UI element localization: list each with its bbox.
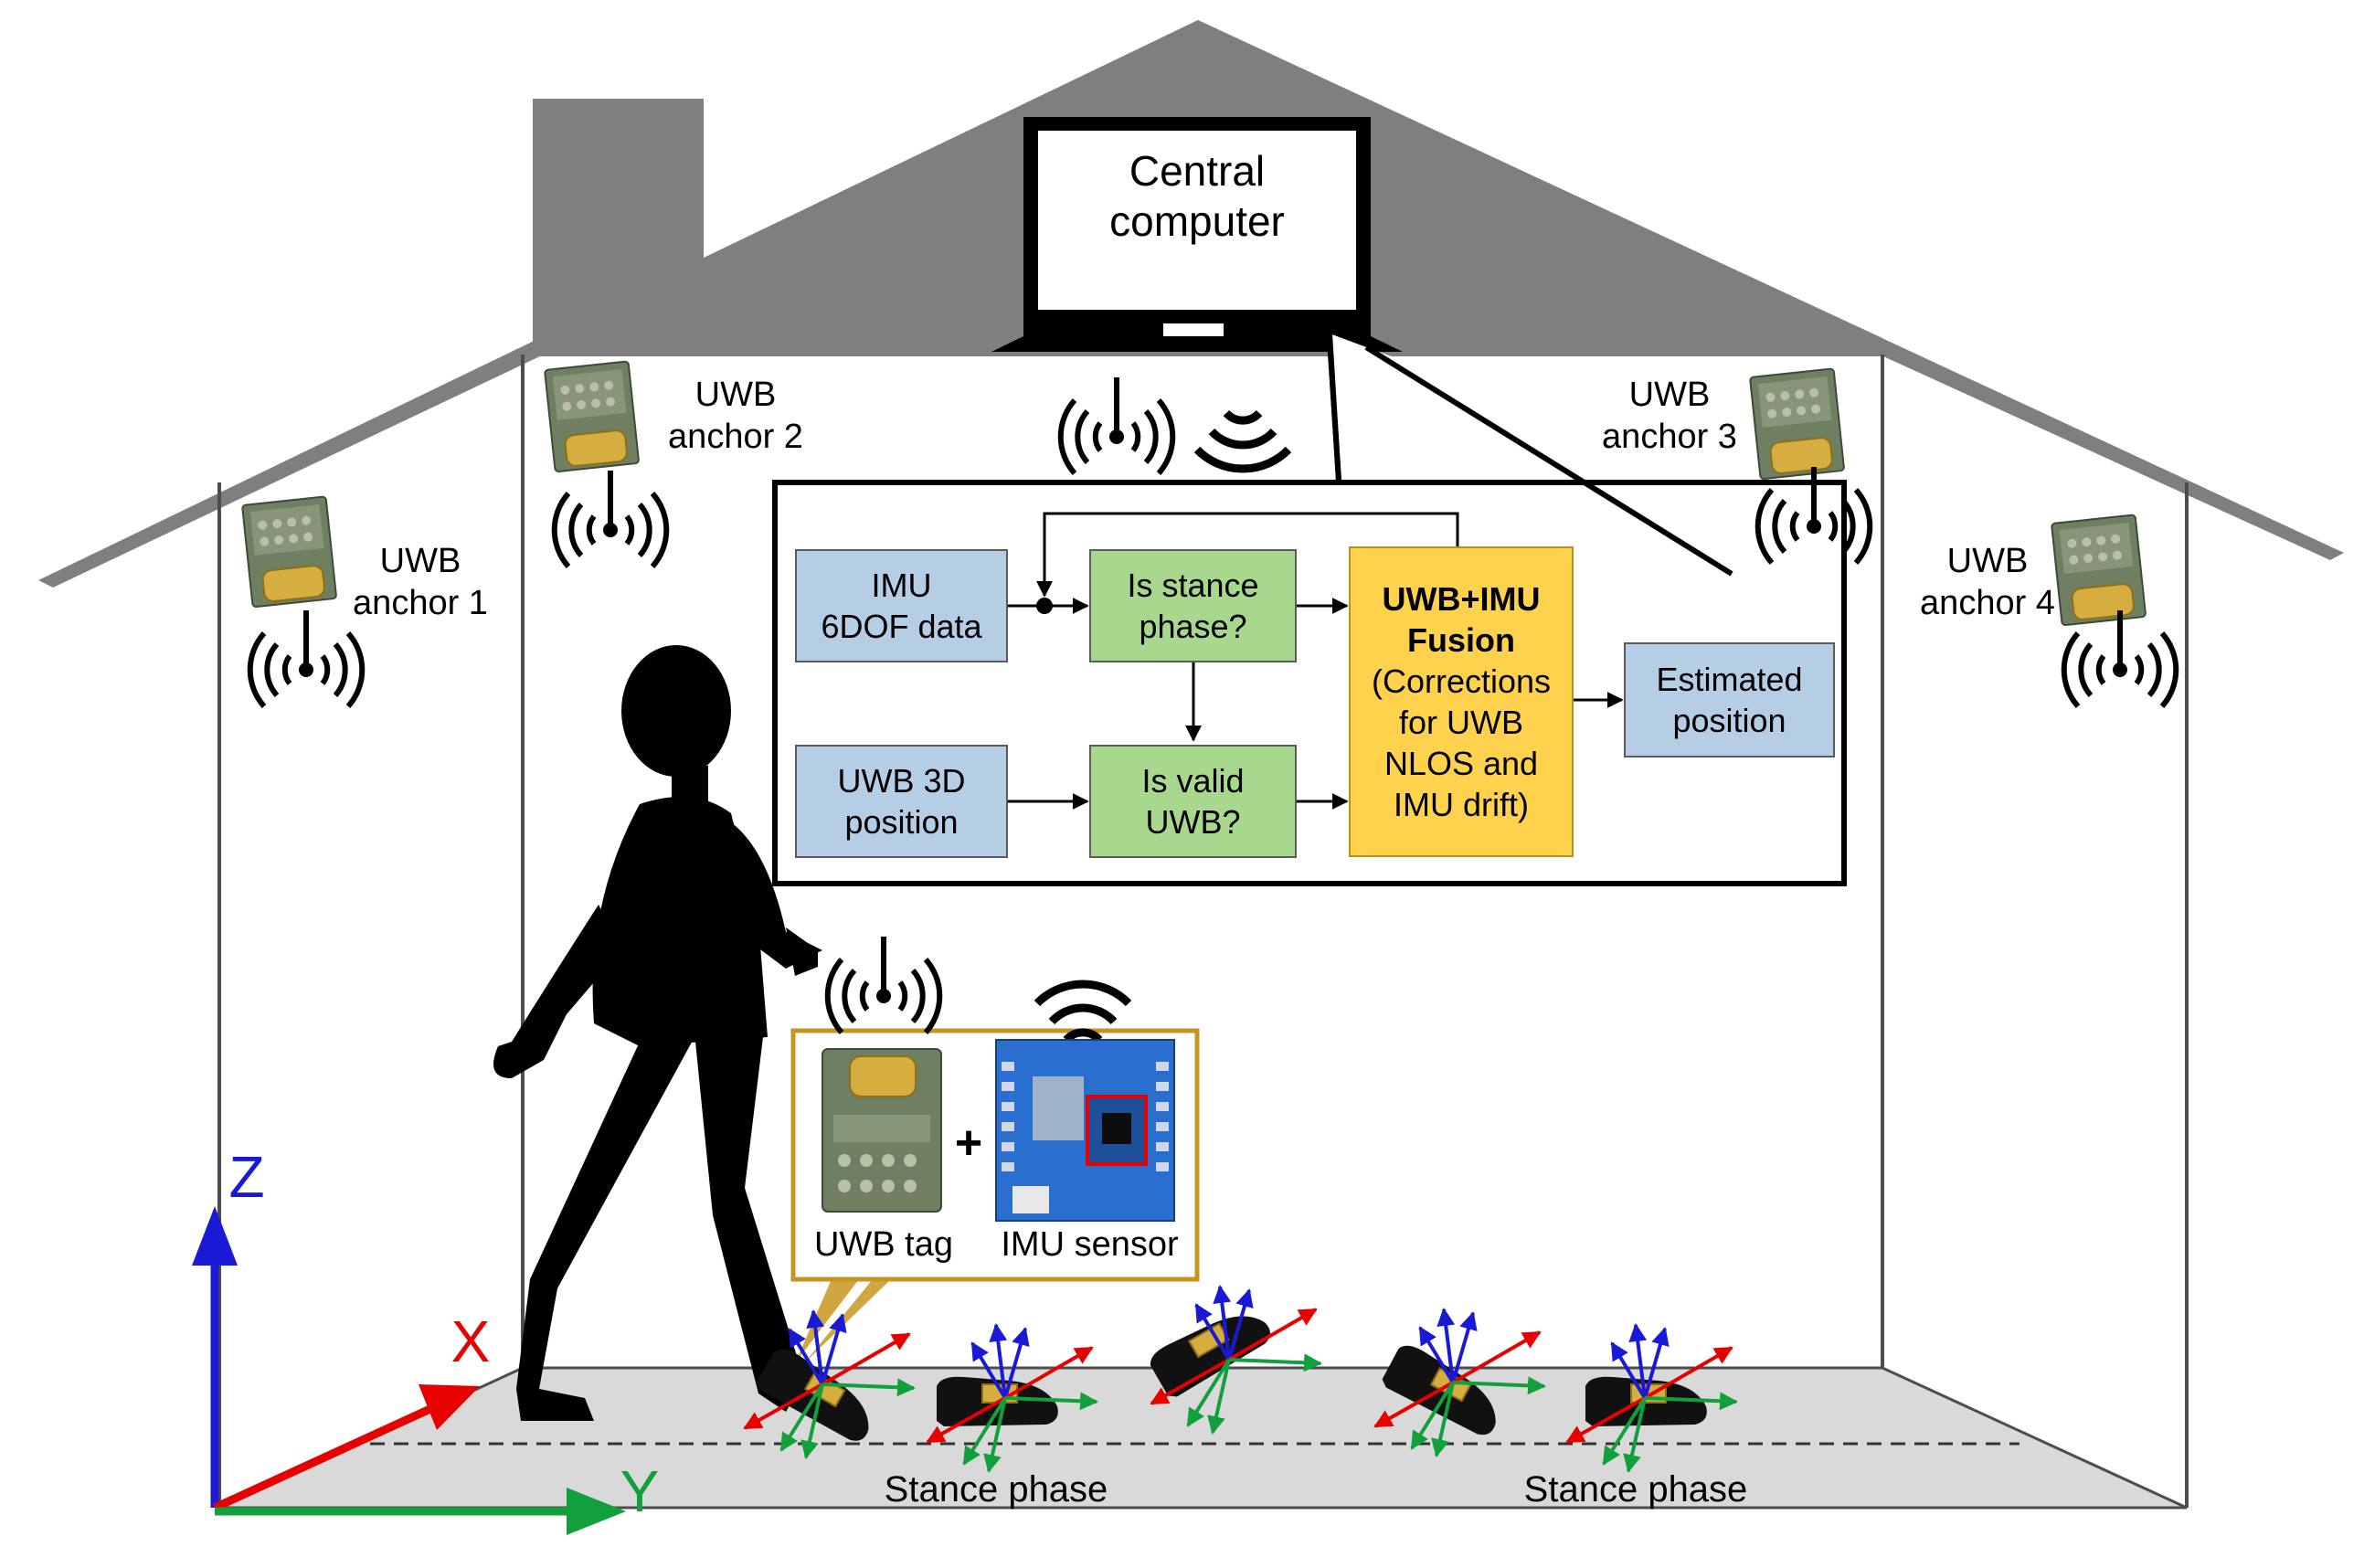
fusion-box: UWB+IMU Fusion (Corrections for UWB NLOS… bbox=[1349, 546, 1574, 857]
computer-label-line2: computer bbox=[1109, 197, 1285, 246]
walking-person-icon bbox=[493, 645, 822, 1421]
computer-label-line1: Central bbox=[1129, 147, 1266, 195]
anchor-4-line1: UWB bbox=[1946, 542, 2029, 580]
uwb-tag-module-icon bbox=[822, 1048, 942, 1213]
estimated-line1: Estimated bbox=[1656, 661, 1803, 698]
anchor-2-line2: anchor 2 bbox=[668, 417, 803, 456]
anchor-3-module-icon bbox=[1749, 367, 1846, 481]
flowchart-callout-line bbox=[1364, 344, 1733, 577]
sensor-callout-pointer-2 bbox=[804, 1279, 891, 1363]
stance-phase-line2: phase? bbox=[1139, 608, 1247, 645]
imu-data-box: IMU 6DOF data bbox=[795, 549, 1008, 662]
axis-y-label: Y bbox=[620, 1458, 660, 1524]
fusion-line3: NLOS and bbox=[1383, 745, 1539, 782]
anchor-4-line2: anchor 4 bbox=[1920, 583, 2055, 622]
fusion-line2: for UWB bbox=[1398, 704, 1523, 741]
fusion-title2: Fusion bbox=[1407, 621, 1515, 659]
imu-data-line1: IMU bbox=[871, 567, 932, 604]
anchor-4-waves-icon bbox=[2064, 610, 2177, 706]
imu-board-icon bbox=[995, 1039, 1175, 1222]
stance-phase-line1: Is stance bbox=[1127, 567, 1259, 604]
computer-wifi-icon bbox=[1197, 413, 1288, 469]
estimated-position-box: Estimated position bbox=[1624, 642, 1835, 758]
sensor-callout-pointer bbox=[795, 1279, 859, 1363]
imu-sensor-label: IMU sensor bbox=[1001, 1225, 1179, 1264]
stance-phase-label-1: Stance phase bbox=[884, 1469, 1108, 1510]
anchor-1-label: UWB anchor 1 bbox=[347, 541, 493, 624]
computer-uwb-waves-icon bbox=[1061, 377, 1173, 473]
uwb-position-line2: position bbox=[844, 803, 959, 841]
tag-uwb-waves-icon bbox=[828, 937, 940, 1033]
fusion-title1: UWB+IMU bbox=[1382, 580, 1541, 618]
anchor-2-line1: UWB bbox=[694, 376, 777, 414]
anchor-2-label: UWB anchor 2 bbox=[658, 375, 813, 458]
fusion-line1: (Corrections bbox=[1371, 662, 1552, 700]
flow-arrows bbox=[1008, 512, 1624, 810]
valid-uwb-line2: UWB? bbox=[1145, 803, 1241, 841]
anchor-3-line1: UWB bbox=[1628, 376, 1711, 414]
house-walls bbox=[217, 355, 2189, 1508]
anchor-1-module-icon bbox=[241, 495, 338, 609]
world-axes bbox=[192, 1206, 626, 1535]
anchor-1-line2: anchor 1 bbox=[353, 583, 488, 622]
stance-phase-box: Is stance phase? bbox=[1089, 549, 1297, 662]
plus-sign: + bbox=[954, 1117, 983, 1170]
uwb-position-line1: UWB 3D bbox=[837, 762, 966, 800]
anchor-2-module-icon bbox=[544, 360, 641, 473]
anchor-2-waves-icon bbox=[555, 471, 667, 567]
fusion-line4: IMU drift) bbox=[1394, 786, 1529, 823]
axis-x-label: X bbox=[451, 1308, 491, 1374]
anchor-1-waves-icon bbox=[250, 610, 363, 706]
flowchart-callout-line-left bbox=[1327, 339, 1341, 481]
anchor-3-label: UWB anchor 3 bbox=[1592, 375, 1747, 458]
anchor-4-label: UWB anchor 4 bbox=[1910, 541, 2065, 624]
anchor-4-module-icon bbox=[2051, 514, 2147, 627]
floor bbox=[218, 1366, 2188, 1510]
anchor-3-line2: anchor 3 bbox=[1602, 417, 1737, 456]
valid-uwb-line1: Is valid bbox=[1141, 762, 1245, 800]
axis-z-label: Z bbox=[228, 1144, 265, 1210]
imu-data-line2: 6DOF data bbox=[821, 608, 982, 645]
computer-label: Central computer bbox=[1038, 146, 1356, 247]
laptop-icon bbox=[991, 117, 1403, 352]
anchor-1-line1: UWB bbox=[379, 542, 461, 580]
estimated-line2: position bbox=[1672, 702, 1786, 739]
uwb-tag-label: UWB tag bbox=[813, 1225, 954, 1264]
stance-phase-label-2: Stance phase bbox=[1523, 1469, 1748, 1510]
